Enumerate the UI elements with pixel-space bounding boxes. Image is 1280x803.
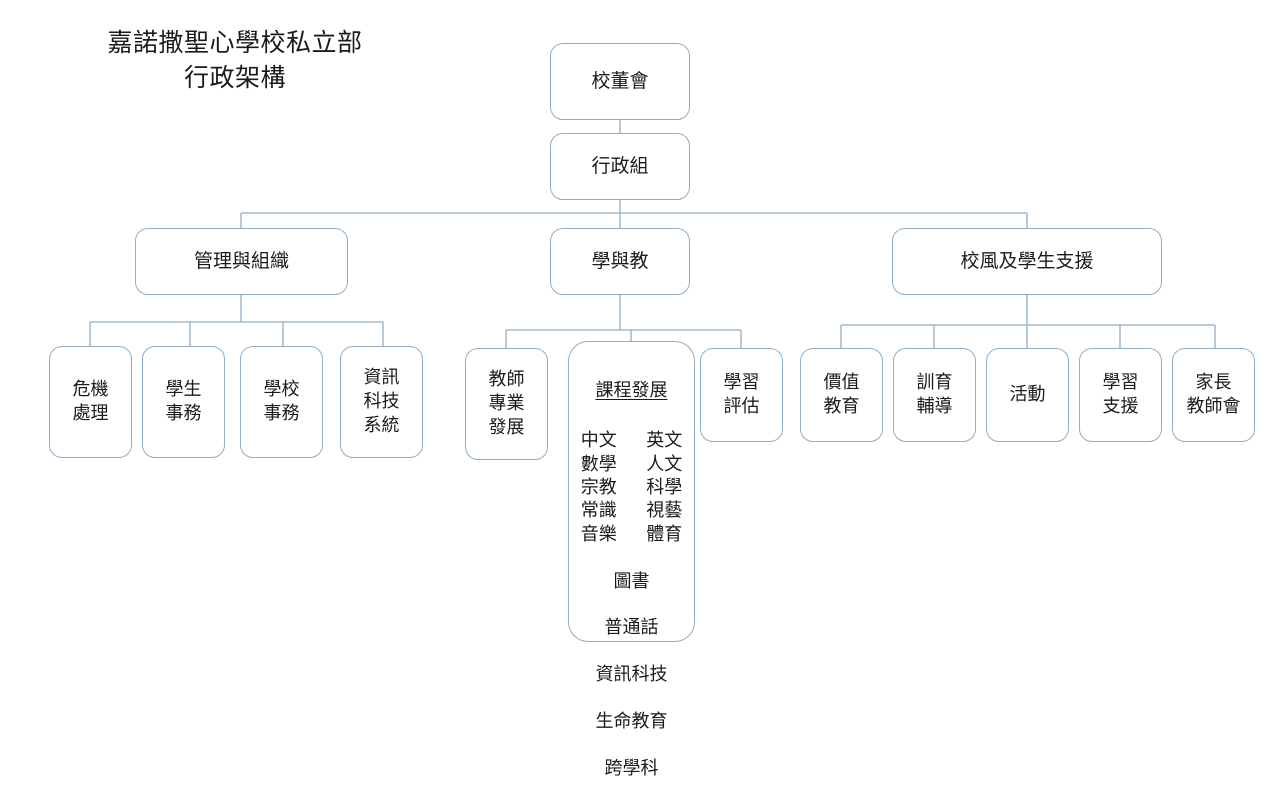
curriculum-subject: 常識 xyxy=(580,500,617,521)
node-learning-support[interactable]: 學習 支援 xyxy=(1079,348,1162,442)
curriculum-subject: 視藝 xyxy=(646,500,683,521)
org-chart: 嘉諾撒聖心學校私立部 行政架構 校董會 行政組 管理與組織 學與教 校風及學生支… xyxy=(49,29,1255,778)
curriculum-subject: 圖書 xyxy=(613,570,650,591)
node-activities[interactable]: 活動 xyxy=(986,348,1069,442)
curriculum-subject: 跨學科 xyxy=(604,757,659,778)
curriculum-subject-grid: 中文 英文 數學 人文 宗教 科學 常識 視藝 音樂 體育 xyxy=(569,429,694,546)
node-teacher-professional-development[interactable]: 教師 專業 發展 xyxy=(465,348,548,460)
node-parent-teacher-association[interactable]: 家長 教師會 xyxy=(1172,348,1255,442)
curriculum-heading: 課程發展 xyxy=(595,380,668,401)
curriculum-subject: 資訊科技 xyxy=(595,664,668,685)
curriculum-subject: 宗教 xyxy=(580,476,617,497)
node-learning-and-teaching[interactable]: 學與教 xyxy=(550,228,690,295)
curriculum-subject: 科學 xyxy=(646,476,683,497)
curriculum-subject: 英文 xyxy=(646,430,683,451)
node-discipline-and-guidance[interactable]: 訓育 輔導 xyxy=(893,348,976,442)
chart-title: 嘉諾撒聖心學校私立部 行政架構 xyxy=(107,29,363,92)
curriculum-content: 課程發展 中文 英文 數學 人文 宗教 科學 常識 視藝 音樂 體育 圖書 普通… xyxy=(569,356,694,803)
curriculum-subject: 人文 xyxy=(646,453,683,474)
node-administration-team[interactable]: 行政組 xyxy=(550,133,690,200)
curriculum-subject: 數學 xyxy=(580,453,617,474)
node-learning-assessment[interactable]: 學習 評估 xyxy=(700,348,783,442)
curriculum-subject: 生命教育 xyxy=(595,710,668,731)
node-values-education[interactable]: 價值 教育 xyxy=(800,348,883,442)
node-school-affairs[interactable]: 學校 事務 xyxy=(240,346,323,458)
curriculum-subject: 音樂 xyxy=(580,523,617,544)
node-school-board[interactable]: 校董會 xyxy=(550,43,690,120)
node-crisis-management[interactable]: 危機 處理 xyxy=(49,346,132,458)
node-it-systems[interactable]: 資訊 科技 系統 xyxy=(340,346,423,458)
curriculum-subject: 中文 xyxy=(580,430,617,451)
curriculum-subject: 體育 xyxy=(646,523,683,544)
node-management-and-organization[interactable]: 管理與組織 xyxy=(135,228,348,295)
node-student-affairs[interactable]: 學生 事務 xyxy=(142,346,225,458)
node-school-ethos-and-student-support[interactable]: 校風及學生支援 xyxy=(892,228,1162,295)
node-curriculum-development[interactable]: 課程發展 中文 英文 數學 人文 宗教 科學 常識 視藝 音樂 體育 圖書 普通… xyxy=(568,341,695,778)
curriculum-subject: 普通話 xyxy=(604,617,659,638)
